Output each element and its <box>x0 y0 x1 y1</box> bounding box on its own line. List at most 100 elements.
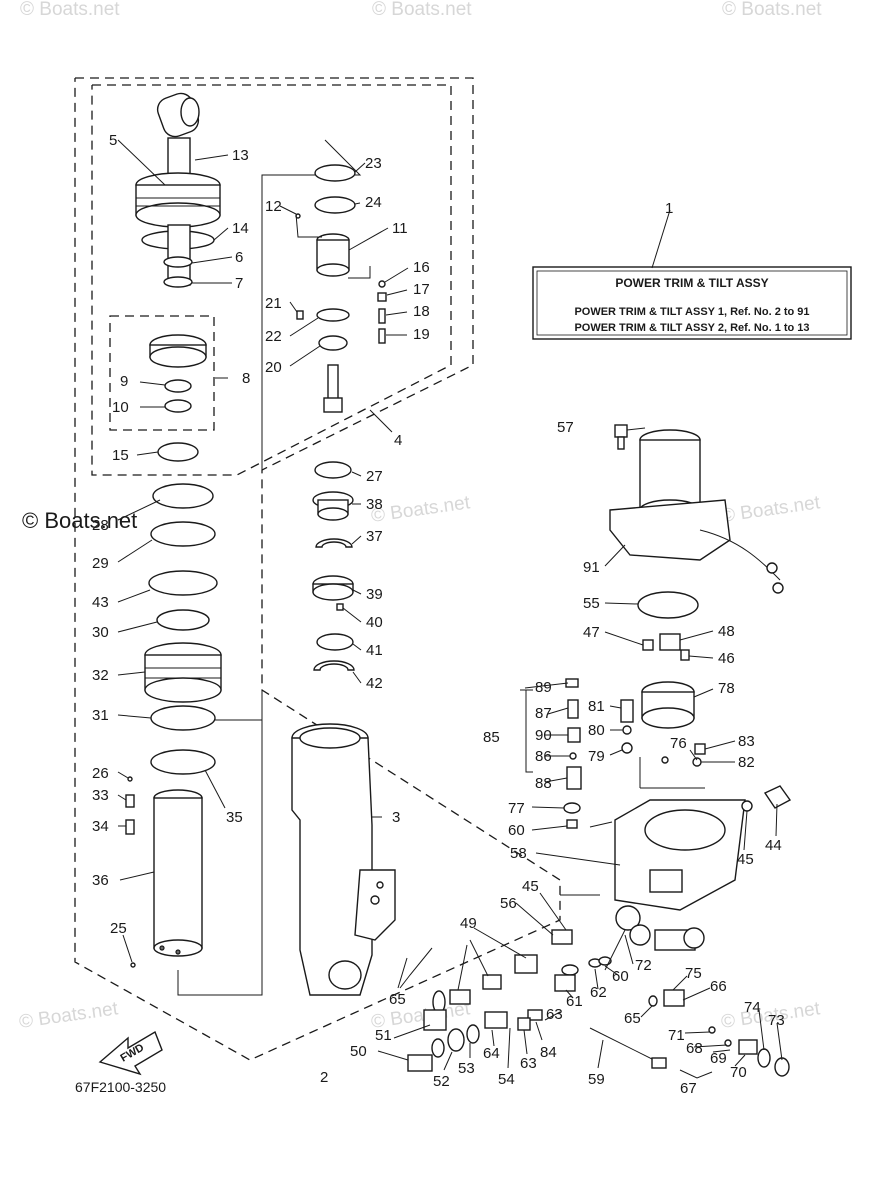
callout-52: 52 <box>433 1073 450 1090</box>
callout-47: 47 <box>583 624 600 641</box>
callout-82: 82 <box>738 754 755 771</box>
callout-6: 6 <box>235 249 243 266</box>
callout-41: 41 <box>366 642 383 659</box>
callout-73: 73 <box>768 1012 785 1029</box>
callout-labels: 1 2 3 4 5 6 7 8 9 10 11 12 13 14 15 16 1… <box>92 132 785 1097</box>
callout-17: 17 <box>413 281 430 298</box>
callout-84: 84 <box>540 1044 557 1061</box>
callout-63-top: 63 <box>546 1006 563 1023</box>
callout-13: 13 <box>232 147 249 164</box>
callout-45-right: 45 <box>737 851 754 868</box>
callout-28: 28 <box>92 517 109 534</box>
assembly-2-outline <box>74 77 561 1061</box>
callout-35: 35 <box>226 809 243 826</box>
callout-26: 26 <box>92 765 109 782</box>
watermark-bottom-left: © Boats.net <box>18 998 120 1033</box>
callout-1: 1 <box>665 200 673 217</box>
callout-44: 44 <box>765 837 782 854</box>
callout-48: 48 <box>718 623 735 640</box>
callout-50: 50 <box>350 1043 367 1060</box>
callout-81: 81 <box>588 698 605 715</box>
callout-58: 58 <box>510 845 527 862</box>
callout-42: 42 <box>366 675 383 692</box>
callout-87: 87 <box>535 705 552 722</box>
callout-24: 24 <box>365 194 382 211</box>
callout-36: 36 <box>92 872 109 889</box>
callout-67: 67 <box>680 1080 697 1097</box>
callout-45-left: 45 <box>522 878 539 895</box>
assembly-8-outline <box>109 315 215 431</box>
callout-29: 29 <box>92 555 109 572</box>
callout-38: 38 <box>366 496 383 513</box>
callout-9: 9 <box>120 373 128 390</box>
callout-15: 15 <box>112 447 129 464</box>
callout-7: 7 <box>235 275 243 292</box>
cylinder-housing <box>291 723 396 996</box>
callout-10: 10 <box>112 399 129 416</box>
callout-68: 68 <box>686 1040 703 1057</box>
callout-78: 78 <box>718 680 735 697</box>
callout-86: 86 <box>535 748 552 765</box>
callout-23: 23 <box>365 155 382 172</box>
callout-8: 8 <box>242 370 250 387</box>
callout-75: 75 <box>685 965 702 982</box>
callout-43: 43 <box>92 594 109 611</box>
callout-11: 11 <box>392 220 408 237</box>
watermark-mid-center: © Boats.net <box>370 492 472 527</box>
callout-56: 56 <box>500 895 517 912</box>
callout-76: 76 <box>670 735 687 752</box>
callout-90: 90 <box>535 727 552 744</box>
title-box: POWER TRIM & TILT ASSY POWER TRIM & TILT… <box>532 209 852 340</box>
callout-33: 33 <box>92 787 109 804</box>
callout-64: 64 <box>483 1045 500 1062</box>
lower-valve-parts <box>407 929 790 1079</box>
callout-59: 59 <box>588 1071 605 1088</box>
callout-89: 89 <box>535 679 552 696</box>
callout-12: 12 <box>265 198 282 215</box>
callout-leaders <box>117 139 783 1071</box>
assembly-4-outline <box>91 84 452 476</box>
watermark-mid-left: © Boats.net <box>22 508 137 533</box>
callout-65-right: 65 <box>624 1010 641 1027</box>
callout-2: 2 <box>320 1069 328 1086</box>
callout-60-top: 60 <box>508 822 525 839</box>
callout-55: 55 <box>583 595 600 612</box>
callout-70: 70 <box>730 1064 747 1081</box>
callout-22: 22 <box>265 328 282 345</box>
callout-54: 54 <box>498 1071 515 1088</box>
callout-3: 3 <box>392 809 400 826</box>
callout-18: 18 <box>413 303 430 320</box>
title-box-line-1: POWER TRIM & TILT ASSY 1, Ref. No. 2 to … <box>574 306 809 318</box>
callout-88: 88 <box>535 775 552 792</box>
title-box-line-2: POWER TRIM & TILT ASSY 2, Ref. No. 1 to … <box>574 322 809 334</box>
callout-39: 39 <box>366 586 383 603</box>
assembly-outlines <box>74 77 561 1061</box>
callout-34: 34 <box>92 818 109 835</box>
callout-27: 27 <box>366 468 383 485</box>
callout-20: 20 <box>265 359 282 376</box>
callout-62: 62 <box>590 984 607 1001</box>
motor-assembly <box>609 424 784 767</box>
callout-37: 37 <box>366 528 383 545</box>
callout-19: 19 <box>413 326 430 343</box>
callout-63-bottom: 63 <box>520 1055 537 1072</box>
manifold-block <box>589 757 792 951</box>
callout-57: 57 <box>557 419 574 436</box>
callout-30: 30 <box>92 624 109 641</box>
callout-46: 46 <box>718 650 735 667</box>
title-box-heading: POWER TRIM & TILT ASSY <box>615 276 768 290</box>
callout-66: 66 <box>710 978 727 995</box>
watermark-mid-right: © Boats.net <box>720 492 822 527</box>
callout-80: 80 <box>588 722 605 739</box>
center-valve-parts <box>295 164 387 671</box>
callout-83: 83 <box>738 733 755 750</box>
diagram-code: 67F2100-3250 <box>75 1079 166 1095</box>
callout-31: 31 <box>92 707 109 724</box>
callout-69: 69 <box>710 1050 727 1067</box>
pump-valve-parts <box>520 678 582 829</box>
tilt-rod-assembly <box>125 92 222 968</box>
callout-21: 21 <box>265 295 282 312</box>
callout-79: 79 <box>588 748 605 765</box>
callout-14: 14 <box>232 220 249 237</box>
bracket-lines <box>165 139 600 996</box>
